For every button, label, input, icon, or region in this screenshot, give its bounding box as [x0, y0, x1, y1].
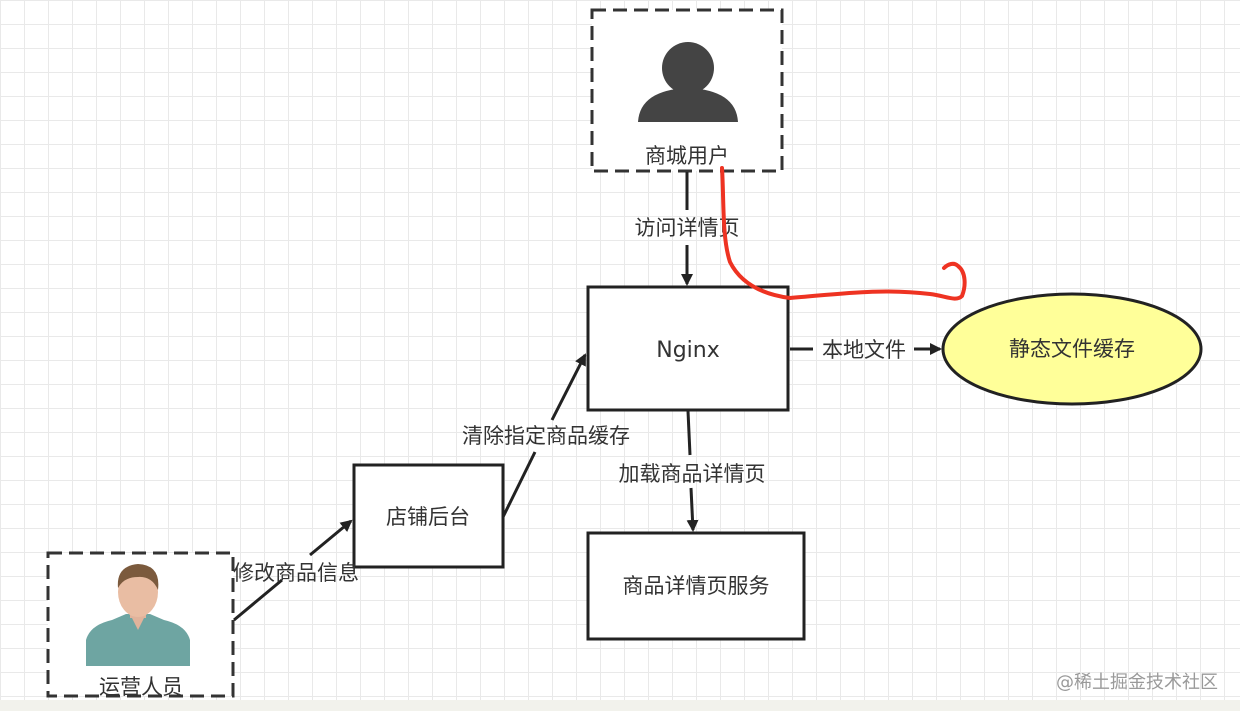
watermark: @稀土掘金技术社区	[1056, 672, 1218, 693]
operator-avatar-icon	[86, 564, 190, 666]
label-clear-cache: 清除指定商品缓存	[462, 424, 630, 448]
edge-load-detail: 加载商品详情页	[619, 410, 766, 532]
label-load-detail: 加载商品详情页	[619, 462, 766, 486]
label-detail-service: 商品详情页服务	[623, 574, 770, 598]
node-shop-backend[interactable]: 店铺后台	[352, 463, 505, 569]
edge-modify-info: 修改商品信息	[233, 519, 359, 622]
label-static-cache: 静态文件缓存	[1009, 337, 1135, 361]
label-modify-info: 修改商品信息	[233, 561, 359, 585]
red-annotation-stroke	[720, 166, 967, 301]
bottom-strip	[0, 700, 1240, 711]
edge-clear-cache: 清除指定商品缓存	[462, 353, 630, 518]
user-silhouette-icon	[638, 42, 738, 122]
label-operator: 运营人员	[99, 675, 183, 699]
node-operator[interactable]: 运营人员	[46, 551, 235, 699]
node-mall-user[interactable]: 商城用户	[590, 8, 784, 173]
label-local-file: 本地文件	[822, 338, 906, 362]
node-detail-service[interactable]: 商品详情页服务	[586, 531, 806, 641]
edge-local-file: 本地文件	[790, 338, 942, 362]
node-nginx[interactable]: Nginx	[586, 285, 790, 412]
label-nginx: Nginx	[656, 338, 720, 363]
label-mall-user: 商城用户	[645, 144, 729, 168]
node-static-cache[interactable]: 静态文件缓存	[941, 292, 1203, 406]
label-shop-backend: 店铺后台	[386, 505, 470, 529]
